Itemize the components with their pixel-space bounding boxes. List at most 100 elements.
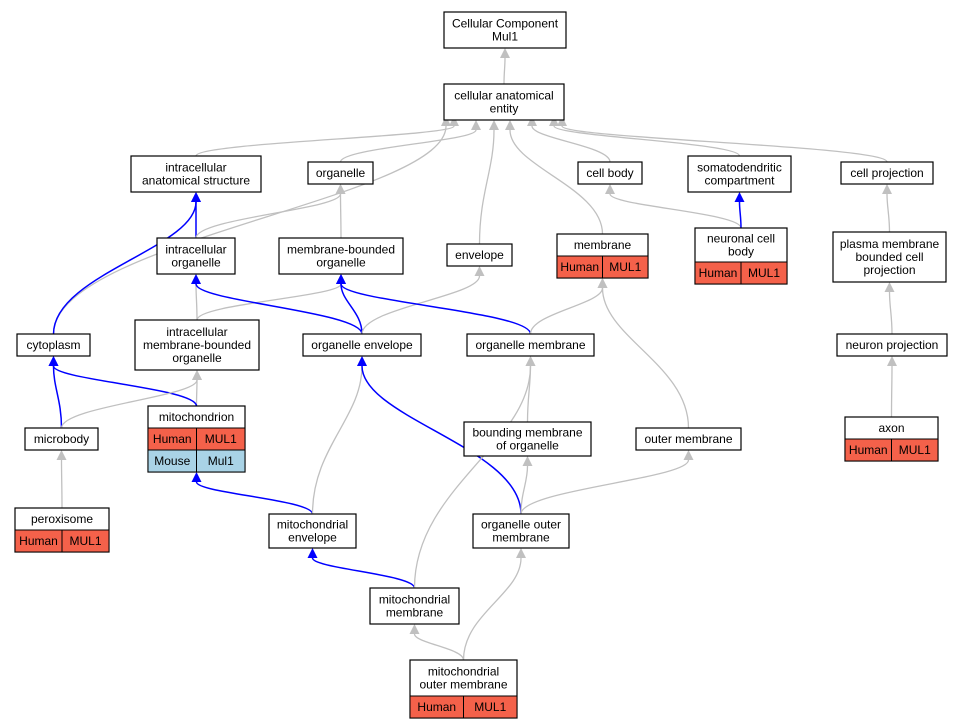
node-organelle[interactable]: organelle bbox=[307, 161, 374, 185]
species-label: Human bbox=[560, 260, 599, 274]
edge-arrowhead bbox=[505, 120, 515, 130]
node-label: membrane-bounded bbox=[143, 338, 251, 352]
edge-oom-to-bmo bbox=[520, 465, 529, 515]
gene-label: MUL1 bbox=[205, 432, 237, 446]
edge-arrowhead bbox=[409, 624, 420, 634]
edge-cae-to-root bbox=[503, 57, 506, 85]
node-orgmem[interactable]: organelle membrane bbox=[466, 333, 595, 357]
gene-tag bbox=[602, 255, 649, 279]
edge-arrowhead bbox=[191, 274, 201, 284]
gene-label: Mul1 bbox=[208, 454, 234, 468]
node-microbody[interactable]: microbody bbox=[24, 427, 99, 451]
edge-arrowhead bbox=[887, 356, 897, 366]
edge-arrowhead bbox=[335, 184, 346, 194]
edge-arrowhead bbox=[734, 192, 745, 202]
node-box bbox=[463, 421, 592, 457]
node-box bbox=[832, 231, 947, 283]
node-envelope[interactable]: envelope bbox=[446, 243, 513, 267]
node-label: organelle bbox=[316, 166, 366, 180]
edge-peroxisome-to-microbody bbox=[60, 459, 63, 509]
node-label: Mul1 bbox=[492, 30, 518, 44]
node-label: membrane-bounded bbox=[287, 243, 395, 257]
edge-envelope-to-cae bbox=[478, 129, 495, 245]
species-label: Human bbox=[849, 443, 888, 457]
species-label: Human bbox=[153, 432, 192, 446]
node-label: plasma membrane bbox=[840, 237, 940, 251]
node-label: peroxisome bbox=[31, 512, 93, 526]
species-label: Human bbox=[417, 700, 456, 714]
node-box bbox=[302, 333, 422, 357]
node-label: mitochondrial bbox=[379, 593, 450, 607]
edge-imbo-to-intraorg bbox=[195, 283, 198, 321]
node-label: intracellular bbox=[165, 243, 226, 257]
node-box bbox=[130, 155, 262, 193]
edge-outermem-to-membrane bbox=[601, 287, 690, 429]
node-outermem[interactable]: outer membrane bbox=[635, 427, 742, 451]
gene-tag bbox=[891, 438, 939, 462]
node-cellproj[interactable]: cell projection bbox=[840, 161, 934, 185]
node-box bbox=[268, 513, 357, 549]
edge-arrowhead bbox=[500, 48, 510, 58]
species-label: Mouse bbox=[154, 454, 190, 468]
gene-label: MUL1 bbox=[609, 260, 641, 274]
edge-orgmem-to-mbo bbox=[340, 283, 532, 335]
node-label: entity bbox=[490, 102, 519, 116]
node-box bbox=[635, 427, 742, 451]
node-label: membrane bbox=[386, 606, 444, 620]
edge-arrowhead bbox=[336, 274, 346, 284]
node-box bbox=[577, 161, 643, 185]
node-label: body bbox=[728, 245, 754, 259]
edge-orgenv-to-envelope bbox=[361, 275, 481, 335]
edge-arrowhead bbox=[525, 356, 536, 366]
edge-arrowhead bbox=[449, 116, 459, 126]
node-cytoplasm[interactable]: cytoplasm bbox=[16, 333, 91, 357]
node-box bbox=[446, 243, 513, 267]
node-box bbox=[307, 161, 374, 185]
edge-mito-to-cytoplasm bbox=[52, 365, 198, 407]
node-label: organelle bbox=[171, 256, 221, 270]
edge-mitoenv-to-mito bbox=[195, 481, 314, 515]
node-label: cell projection bbox=[850, 166, 923, 180]
edge-arrowhead bbox=[605, 184, 615, 194]
edge-arrowhead bbox=[357, 356, 367, 366]
edge-cytoplasm-to-ias bbox=[52, 201, 197, 335]
node-orgenv[interactable]: organelle envelope bbox=[302, 333, 422, 357]
node-box bbox=[134, 319, 260, 371]
edge-arrowhead bbox=[527, 116, 537, 126]
node-box bbox=[687, 155, 792, 193]
edge-mbo-to-organelle bbox=[339, 193, 342, 239]
node-box bbox=[443, 83, 565, 121]
edge-arrowhead bbox=[474, 266, 485, 276]
node-label: mitochondrion bbox=[159, 410, 234, 424]
node-box bbox=[156, 237, 236, 275]
gene-tag bbox=[61, 529, 110, 553]
edge-arrowhead bbox=[441, 116, 451, 126]
edge-arrowhead bbox=[522, 456, 533, 466]
edge-mitoenv-to-orgenv bbox=[311, 365, 363, 515]
node-cellbody[interactable]: cell body bbox=[577, 161, 643, 185]
edge-arrowhead bbox=[882, 184, 892, 194]
edge-cellproj-to-cae bbox=[561, 125, 888, 163]
node-neuronproj[interactable]: neuron projection bbox=[836, 333, 948, 357]
node-label: organelle membrane bbox=[475, 338, 585, 352]
edge-arrowhead bbox=[192, 370, 202, 380]
edge-arrowhead bbox=[307, 548, 318, 558]
